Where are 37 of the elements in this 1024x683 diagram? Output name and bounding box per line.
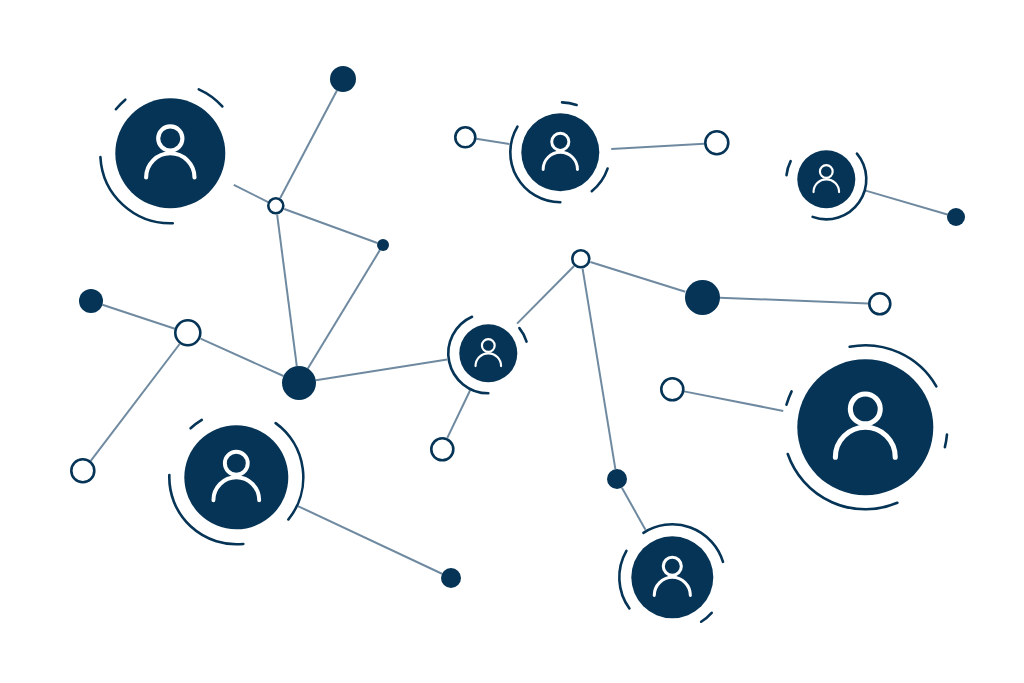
connector-line	[446, 389, 472, 439]
network-dot	[377, 239, 389, 251]
hollow-network-dot	[571, 249, 591, 269]
hollow-network-dot	[868, 292, 892, 316]
hollow-network-dot	[659, 376, 685, 402]
connector-line	[296, 505, 443, 575]
connector-line	[279, 89, 338, 200]
hollow-network-dot	[267, 197, 285, 215]
connector-line	[199, 337, 285, 377]
connector-line	[89, 343, 181, 462]
connector-line	[314, 358, 449, 382]
network-dot	[282, 366, 316, 400]
network-dot	[330, 66, 356, 92]
hollow-network-dot	[429, 436, 455, 462]
connector-line	[516, 264, 576, 325]
hollow-network-dot	[174, 319, 202, 347]
connector-line	[581, 267, 617, 471]
connector-line	[620, 486, 647, 531]
connector-line	[101, 303, 176, 330]
connector-line	[306, 249, 381, 370]
network-dot	[441, 568, 461, 588]
connector-line	[232, 183, 270, 204]
network-dot	[684, 279, 720, 315]
connector-line	[864, 189, 949, 216]
network-dot	[947, 208, 965, 226]
hollow-network-dot	[70, 458, 96, 484]
hollow-network-dot	[704, 130, 730, 156]
connector-line	[276, 213, 298, 368]
network-dot	[607, 469, 627, 489]
connector-line	[475, 137, 511, 145]
network-dot	[79, 289, 103, 313]
connector-line	[589, 260, 687, 293]
hollow-network-dot	[453, 125, 477, 149]
connector-line	[283, 208, 379, 244]
connector-line	[718, 296, 870, 305]
connector-line	[610, 142, 706, 151]
connector-line	[683, 390, 785, 412]
